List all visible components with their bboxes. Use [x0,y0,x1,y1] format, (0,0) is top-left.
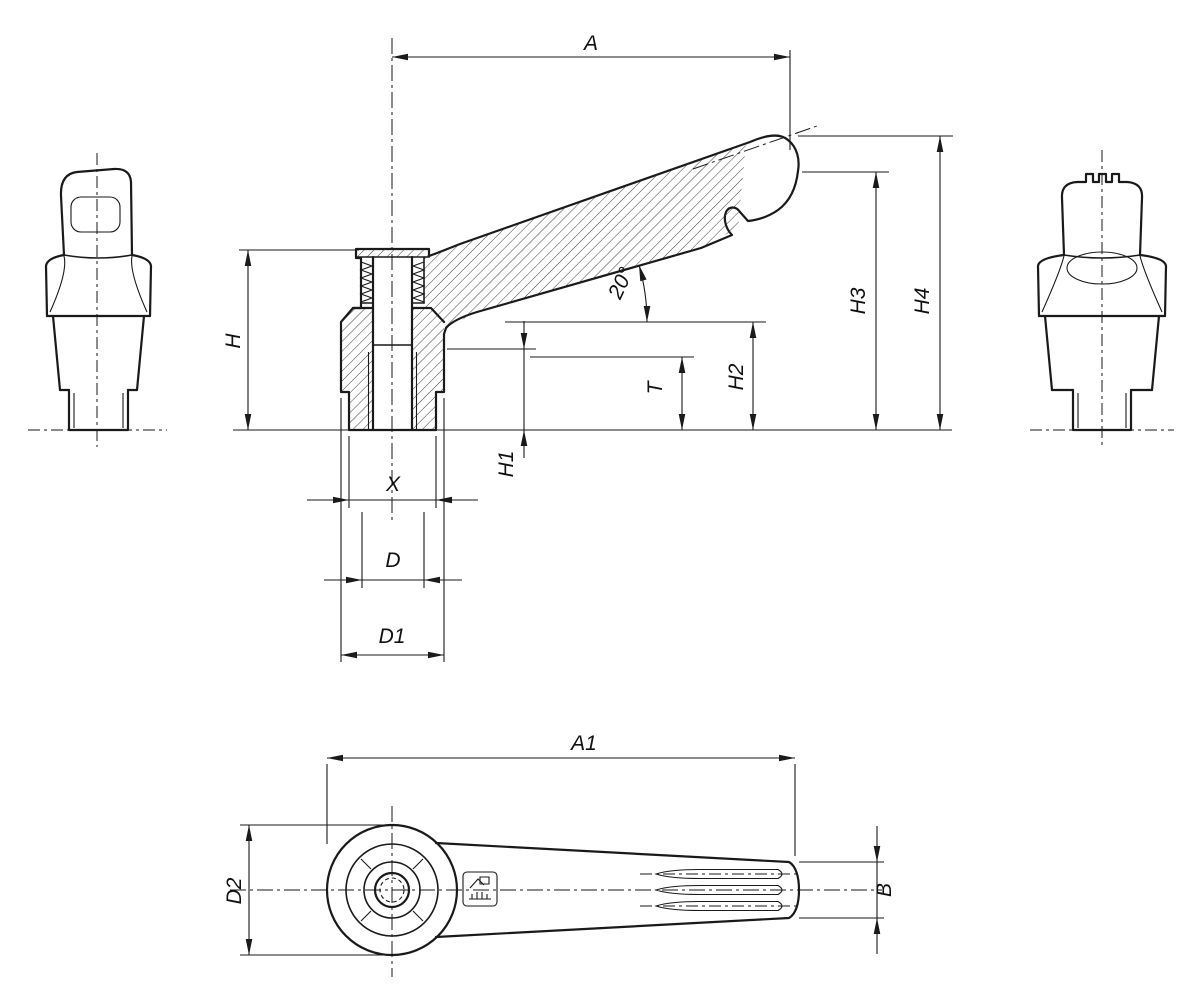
dimension-D: D [324,512,462,588]
dimension-A1: A1 [326,732,796,856]
dimension-A: A [392,32,791,150]
logo-frame [462,871,498,907]
dimension-H1: H1 [447,321,536,477]
dimensions-top-view: A1 D2 B [223,732,896,956]
dim-label-h4: H4 [911,288,934,315]
dimension-D2: D2 [223,824,388,956]
front-hub-cone [51,314,146,392]
thread-major-lines [367,352,418,430]
front-body-crease-left [49,255,66,313]
rear-body-left [1036,253,1066,318]
dim-label-d: D [385,549,400,572]
dimension-T: T [530,356,694,430]
dimension-D1: D1 [340,398,445,662]
dim-label-d1: D1 [379,625,406,648]
side-view [233,38,952,524]
logo-glyph [469,876,491,900]
dimension-H4: H4 [798,135,953,430]
rear-stud-thread-lines [1077,393,1127,428]
front-stud-thread-lines [73,393,124,428]
angle-arc [638,264,651,323]
front-body-right [130,253,153,318]
dim-label-h: H [222,333,245,349]
dim-label-h1: H1 [495,451,518,478]
spring-washer-zigzag-left [359,261,374,303]
hatch-cap-plate [356,249,429,257]
grip-axis-centerline [692,125,818,170]
dimensions-side-view: A H H1 T H2 H3 [222,32,953,662]
spring-washer-zigzag-right [411,261,426,303]
rear-view [1030,150,1174,447]
front-grip-recess [70,196,121,233]
kipp-logo-icon [462,871,498,907]
rear-grip-base-line [1063,254,1141,259]
rear-body-crease-right [1139,255,1163,313]
front-view [28,153,167,447]
hub-top-edges [351,306,446,324]
dimension-H2: H2 [505,321,766,430]
dim-label-a1: A1 [569,732,597,755]
front-grip-base-line [63,254,133,259]
hatch-hub-left-wall [341,308,373,430]
square-corner-ticks [360,858,424,922]
dim-label-t: T [644,379,667,394]
dimension-H: H [222,249,359,430]
front-stud [67,388,130,432]
hatch-arm-section [424,143,746,328]
front-body-left [44,253,66,318]
rear-body-crease-left [1041,255,1065,313]
hatch-hub-right-wall [412,308,444,430]
dim-label-b: B [873,883,896,897]
rear-body-right [1138,253,1168,318]
rear-hub-cone [1043,314,1161,392]
dim-label-d2: D2 [223,877,246,904]
front-body-crease-right [131,255,148,313]
dim-label-x: X [385,473,401,496]
front-grip-outline [59,167,134,257]
dim-label-h2: H2 [725,363,748,390]
dimension-H3: H3 [802,171,889,430]
top-view [230,806,882,977]
dim-label-a: A [582,32,598,55]
dimension-X: X [307,436,478,508]
dimension-B: B [799,826,896,954]
dim-label-h3: H3 [847,287,870,314]
